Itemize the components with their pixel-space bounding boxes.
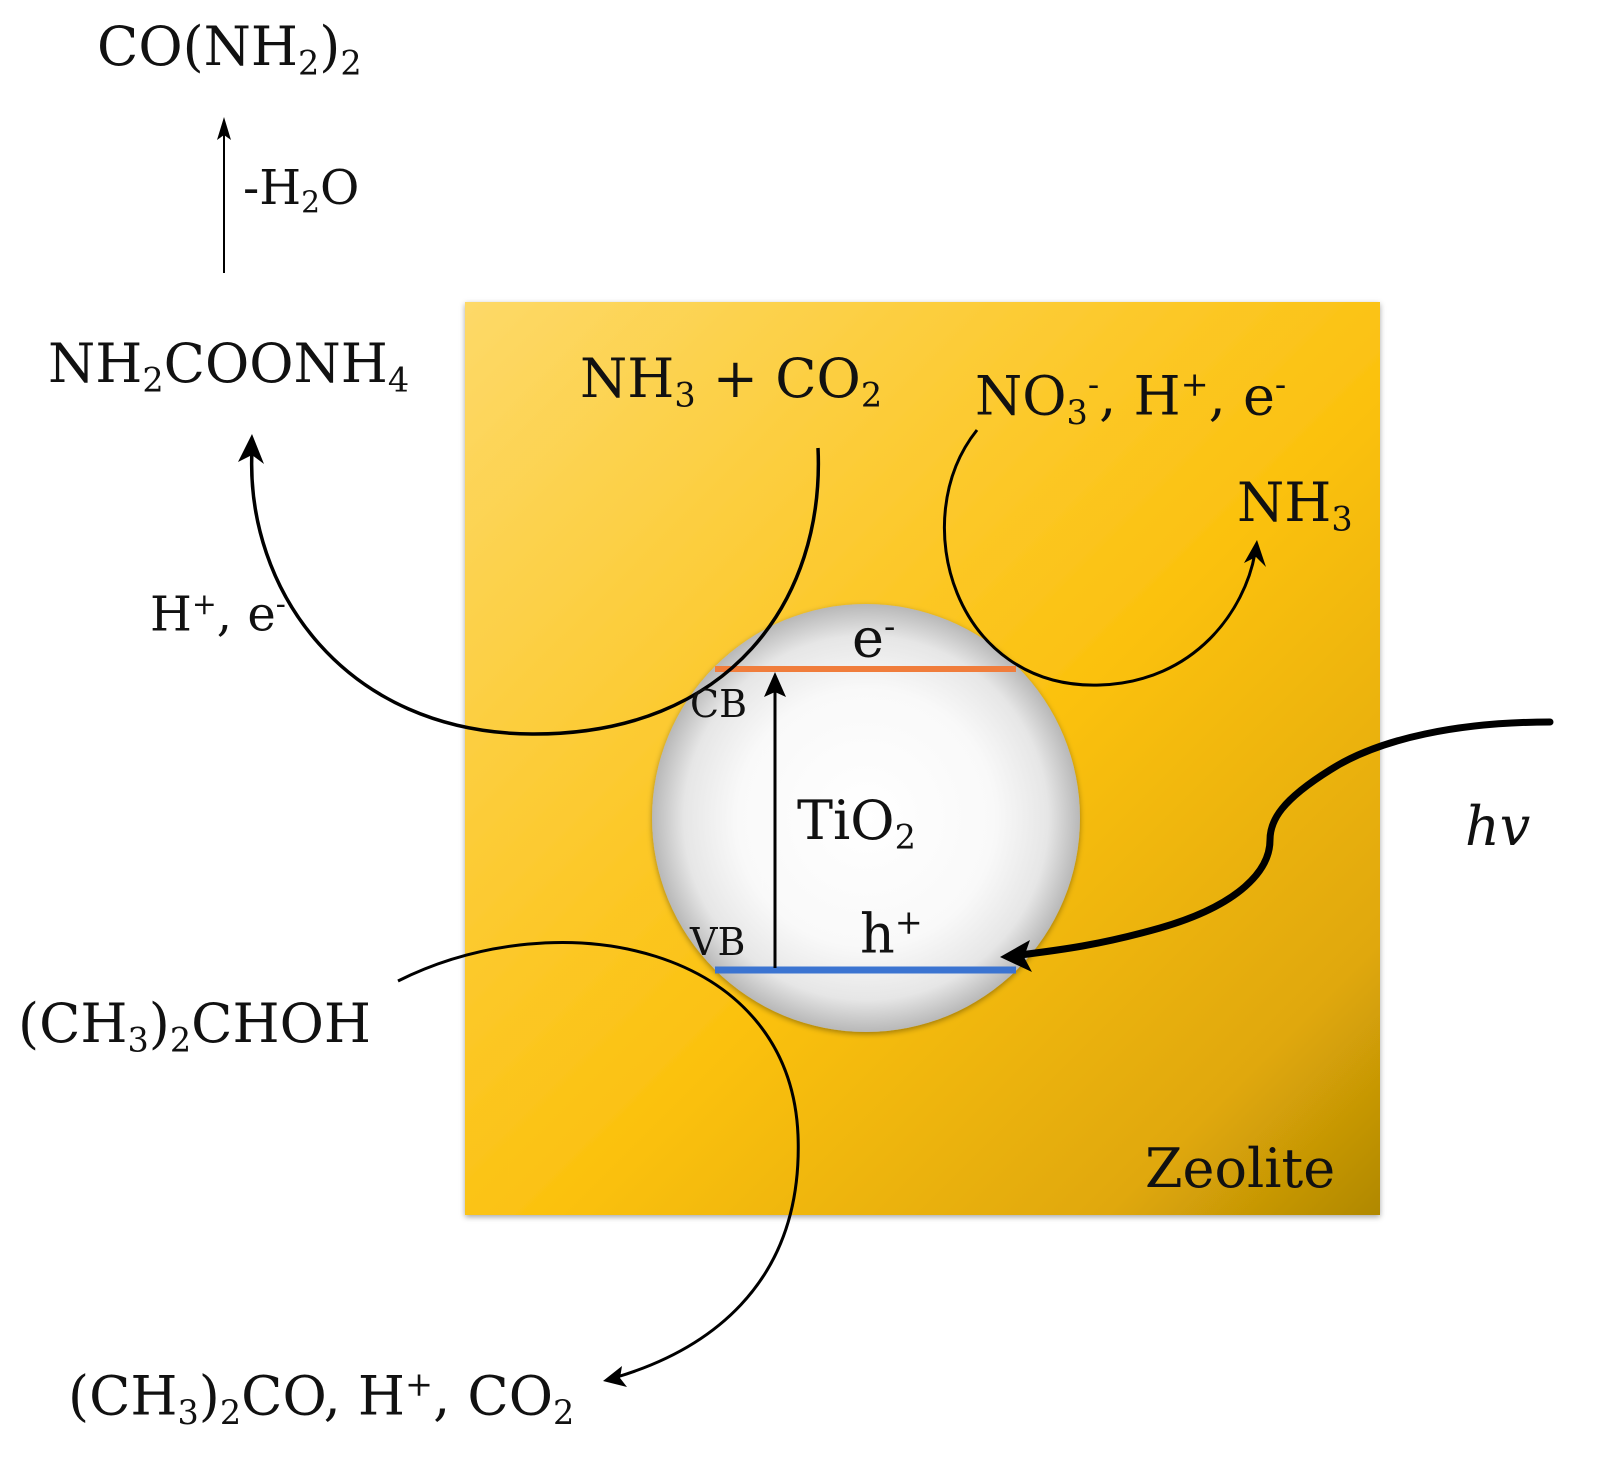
- hole-label: h+: [860, 902, 923, 966]
- oxidation-products-label: (CH3)2CO, H+, CO2: [68, 1364, 575, 1432]
- nitrate-reduction-arc: [943, 429, 1257, 687]
- carbamate-label: NH2COONH4: [48, 332, 410, 400]
- carbamate-formation-arrowhead: [238, 434, 264, 464]
- vb-label: VB: [690, 920, 746, 964]
- isopropanol-oxidation-arc: [397, 941, 800, 1379]
- electron-label: e-: [852, 606, 896, 670]
- tio2-label: TiO2: [797, 789, 916, 857]
- nitrate-label: NO3-, H+, e-: [975, 364, 1287, 432]
- h-e-left-label: H+, e-: [150, 586, 286, 643]
- photon-label: hv: [1465, 795, 1531, 858]
- cb-label: CB: [690, 682, 747, 726]
- nitrate-reduction-arrowhead: [1244, 540, 1266, 567]
- excitation-arrowhead: [764, 672, 786, 697]
- zeolite-label: Zeolite: [1145, 1137, 1336, 1200]
- dehydration-label: -H2O: [243, 160, 360, 221]
- isopropanol-label: (CH3)2CHOH: [18, 992, 371, 1060]
- urea-label: CO(NH2)2: [97, 15, 362, 83]
- isopropanol-oxidation-arrowhead: [603, 1366, 627, 1387]
- nh3-product-label: NH3: [1237, 471, 1353, 539]
- photon-arrow: [1016, 718, 1554, 959]
- nh3-co2-label: NH3 + CO2: [580, 347, 883, 415]
- tio2-particle: [652, 604, 1080, 1032]
- carbamate-formation-arc: [249, 447, 821, 736]
- dehydration-arrowhead: [217, 117, 231, 140]
- photon-arrowhead: [1000, 940, 1032, 972]
